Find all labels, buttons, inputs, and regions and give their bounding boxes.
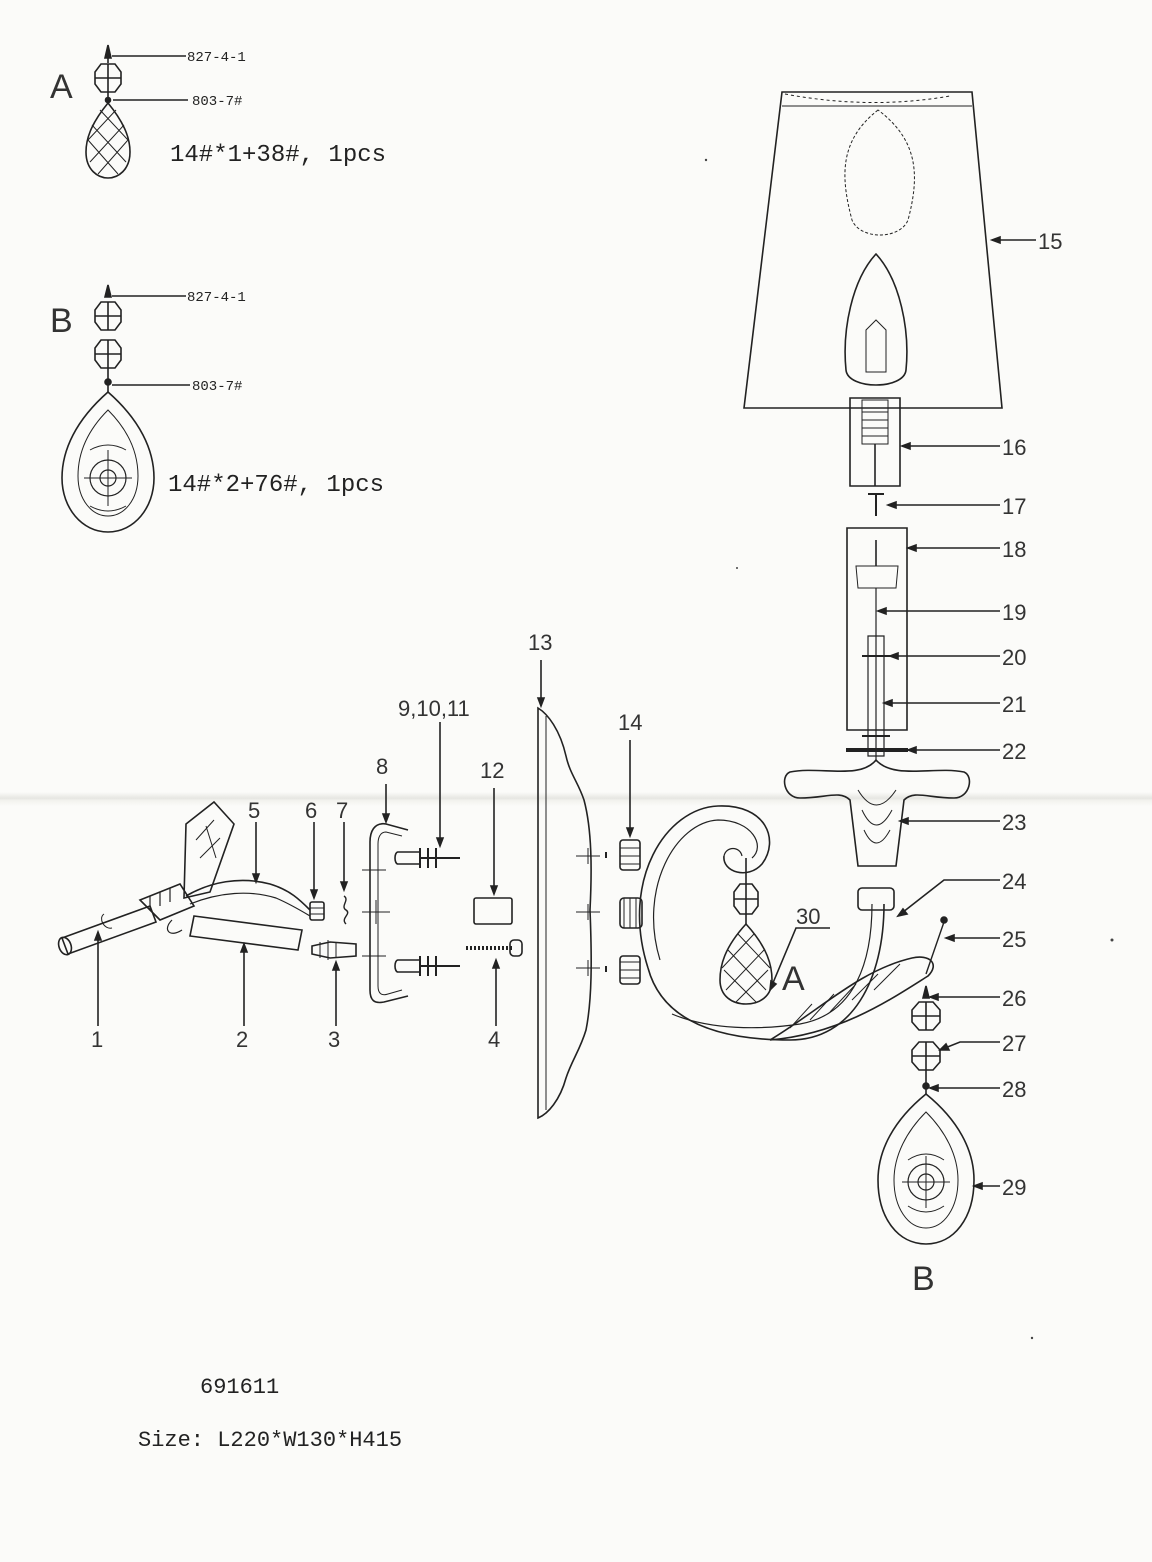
bulb-ghost [845, 110, 915, 235]
large-teardrop-crystal-icon [878, 1094, 974, 1244]
scroll-arm-24 [640, 806, 947, 1040]
nut-6 [310, 902, 324, 920]
callout-3: 3 [328, 1027, 340, 1052]
screw-17 [868, 494, 884, 516]
callout-29: 29 [1002, 1175, 1026, 1200]
lampshade-assembly [744, 92, 1002, 866]
callout-14: 14 [618, 710, 642, 735]
detail-a-bottom-part: 803-7# [192, 94, 242, 110]
arm-pendant-letter: A [782, 960, 805, 998]
lampshade [744, 92, 1002, 408]
arm-cup-nut [858, 888, 894, 910]
junction-plate [184, 802, 234, 898]
callout-28: 28 [1002, 1077, 1026, 1102]
callout-7: 7 [336, 798, 348, 823]
detail-b-spec: 14#*2+76#, 1pcs [168, 472, 384, 499]
teardrop-crystal-icon [86, 103, 130, 178]
specks [704, 158, 1114, 1340]
callout-30: 30 [796, 904, 820, 929]
candle-tube-18 [847, 528, 907, 730]
callout-6: 6 [305, 798, 317, 823]
callout-26: 26 [1002, 986, 1026, 1011]
callout-18: 18 [1002, 537, 1026, 562]
right-callouts: 15 16 17 18 19 20 21 22 23 24 25 26 27 2… [878, 229, 1062, 1200]
teardrop-crystal-icon [720, 924, 772, 1004]
callout-27: 27 [1002, 1031, 1026, 1056]
callout-24: 24 [1002, 869, 1026, 894]
callout-17: 17 [1002, 494, 1026, 519]
callout-20: 20 [1002, 645, 1026, 670]
model-number: 691611 [200, 1375, 280, 1400]
paper-fold-line [0, 792, 1152, 806]
arm-pendant-b-letter: B [912, 1260, 935, 1298]
callout-25: 25 [1002, 927, 1026, 952]
callout-1: 1 [91, 1027, 103, 1052]
cup-nuts-14: 14 [606, 710, 642, 984]
bobeche-cup-23 [785, 760, 970, 866]
spacer-block-12 [474, 898, 512, 924]
callout-8: 8 [376, 754, 388, 779]
large-teardrop-crystal-icon [62, 392, 154, 532]
detail-b-pendant: B 827-4-1 803-7# 14#*2+76#, 1pcs [50, 285, 384, 532]
washer-7 [344, 896, 348, 924]
leaf-ornament-icon [770, 957, 933, 1040]
parts-5-6-7-3: 6 7 3 [305, 798, 356, 1052]
octagon-bead-icon [95, 64, 121, 92]
callout-16: 16 [1002, 435, 1026, 460]
octagon-bead-icon [95, 340, 121, 368]
hardware-12-and-4: 12 4 [466, 758, 522, 1052]
callout-21: 21 [1002, 692, 1026, 717]
octagon-bead-icon [912, 1042, 940, 1070]
callout-12: 12 [480, 758, 504, 783]
callout-22: 22 [1002, 739, 1026, 764]
callout-2: 2 [236, 1027, 248, 1052]
callout-19: 19 [1002, 600, 1026, 625]
arm-pendant-a: 30 A [720, 858, 830, 1004]
octagon-bead-icon [912, 1002, 940, 1030]
callout-13: 13 [528, 630, 552, 655]
detail-b-top-part: 827-4-1 [187, 290, 246, 306]
octagon-bead-icon [95, 302, 121, 330]
callout-9-10-11: 9,10,11 [398, 696, 470, 721]
wall-anchor-3 [312, 942, 356, 958]
octagon-bead-icon [734, 884, 758, 914]
terminal-block [140, 884, 194, 920]
callout-5: 5 [248, 798, 260, 823]
callout-23: 23 [1002, 810, 1026, 835]
pin-25 [926, 922, 944, 974]
arm-pendant-b: B [878, 986, 974, 1298]
wiring-block-5-and-2: 5 2 1 [56, 798, 310, 1052]
detail-a-top-part: 827-4-1 [187, 50, 246, 66]
detail-a-letter: A [50, 68, 73, 106]
cable-5 [186, 880, 310, 910]
wall-plate-13: 13 [528, 630, 600, 1118]
callout-4: 4 [488, 1027, 500, 1052]
callout-15: 15 [1038, 229, 1062, 254]
tube-1 [62, 906, 156, 954]
cover-strip-2 [190, 916, 302, 950]
rod-21 [868, 636, 884, 756]
candle-bulb-icon [845, 254, 907, 385]
detail-a-pendant: A 827-4-1 803-7# 14#*1+38#, 1pcs [50, 45, 386, 178]
mounting-bracket-8: 8 9,10,11 [362, 696, 470, 1003]
detail-b-letter: B [50, 302, 73, 340]
detail-a-spec: 14#*1+38#, 1pcs [170, 142, 386, 169]
size-specification: Size: L220*W130*H415 [138, 1428, 403, 1453]
detail-b-bottom-part: 803-7# [192, 379, 242, 395]
